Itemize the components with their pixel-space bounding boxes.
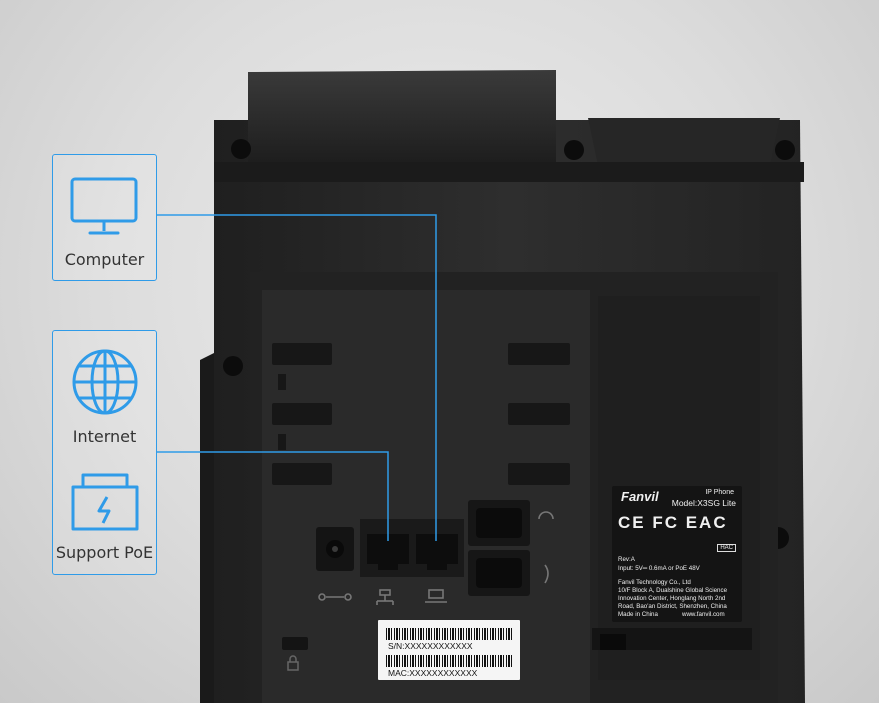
power-input: Input: 5V═ 0.6mA or PoE 48V [618,565,700,572]
revision: Rev:A [618,556,635,563]
computer-connector [157,214,437,541]
website: www.fanvil.com [682,611,725,618]
monitor-icon [70,177,138,235]
hac-mark: HAC [717,544,736,552]
stand-block-left [248,70,556,165]
stand-block-right [588,118,780,165]
globe-icon [72,349,138,415]
lock-icon [287,655,299,671]
company-line-3: Innovation Center, Honglang North 2nd [618,595,726,602]
battery-charging-icon [71,473,139,531]
made-in: Made in China [618,611,658,618]
sn-barcode [386,628,512,640]
mac-barcode [386,655,512,667]
serial-number: S/N:XXXXXXXXXXXX [388,641,473,651]
connector-lines [157,214,437,541]
computer-label: Computer [64,250,145,269]
company-line-4: Road, Bao'an District, Shenzhen, China [618,603,727,610]
handset-icon [544,564,549,584]
certification-marks: CE FC EAC [618,513,728,532]
headset-icon [538,511,554,520]
model-number: Model:X3SG Lite [671,498,736,508]
port-panel [262,290,590,703]
poe-label: Support PoE [55,543,154,562]
wall-mount-slots [272,343,570,485]
internet-connector [157,451,389,541]
product-type: IP Phone [705,489,734,496]
screw-hole [564,140,584,160]
brand-logo: Fanvil [621,489,659,504]
screw-hole [775,140,795,160]
screw-hole [223,356,243,376]
barcode-label: S/N:XXXXXXXXXXXX MAC:XXXXXXXXXXXX [378,620,520,680]
company-line-1: Fanvil Technology Co., Ltd [618,579,691,586]
pc-port [416,534,458,564]
security-slot [282,637,308,650]
power-polarity-icon [318,593,326,601]
network-callout: Internet Support PoE [52,330,157,575]
product-label: Fanvil IP Phone Model:X3SG Lite CE FC EA… [612,486,742,622]
company-line-2: 10/F Block A, Dualshine Global Science [618,587,728,594]
screw-hole [231,139,251,159]
internet-label: Internet [72,427,137,446]
mac-address: MAC:XXXXXXXXXXXX [388,668,478,678]
pc-port-icon [428,589,444,599]
computer-callout: Computer [52,154,157,281]
